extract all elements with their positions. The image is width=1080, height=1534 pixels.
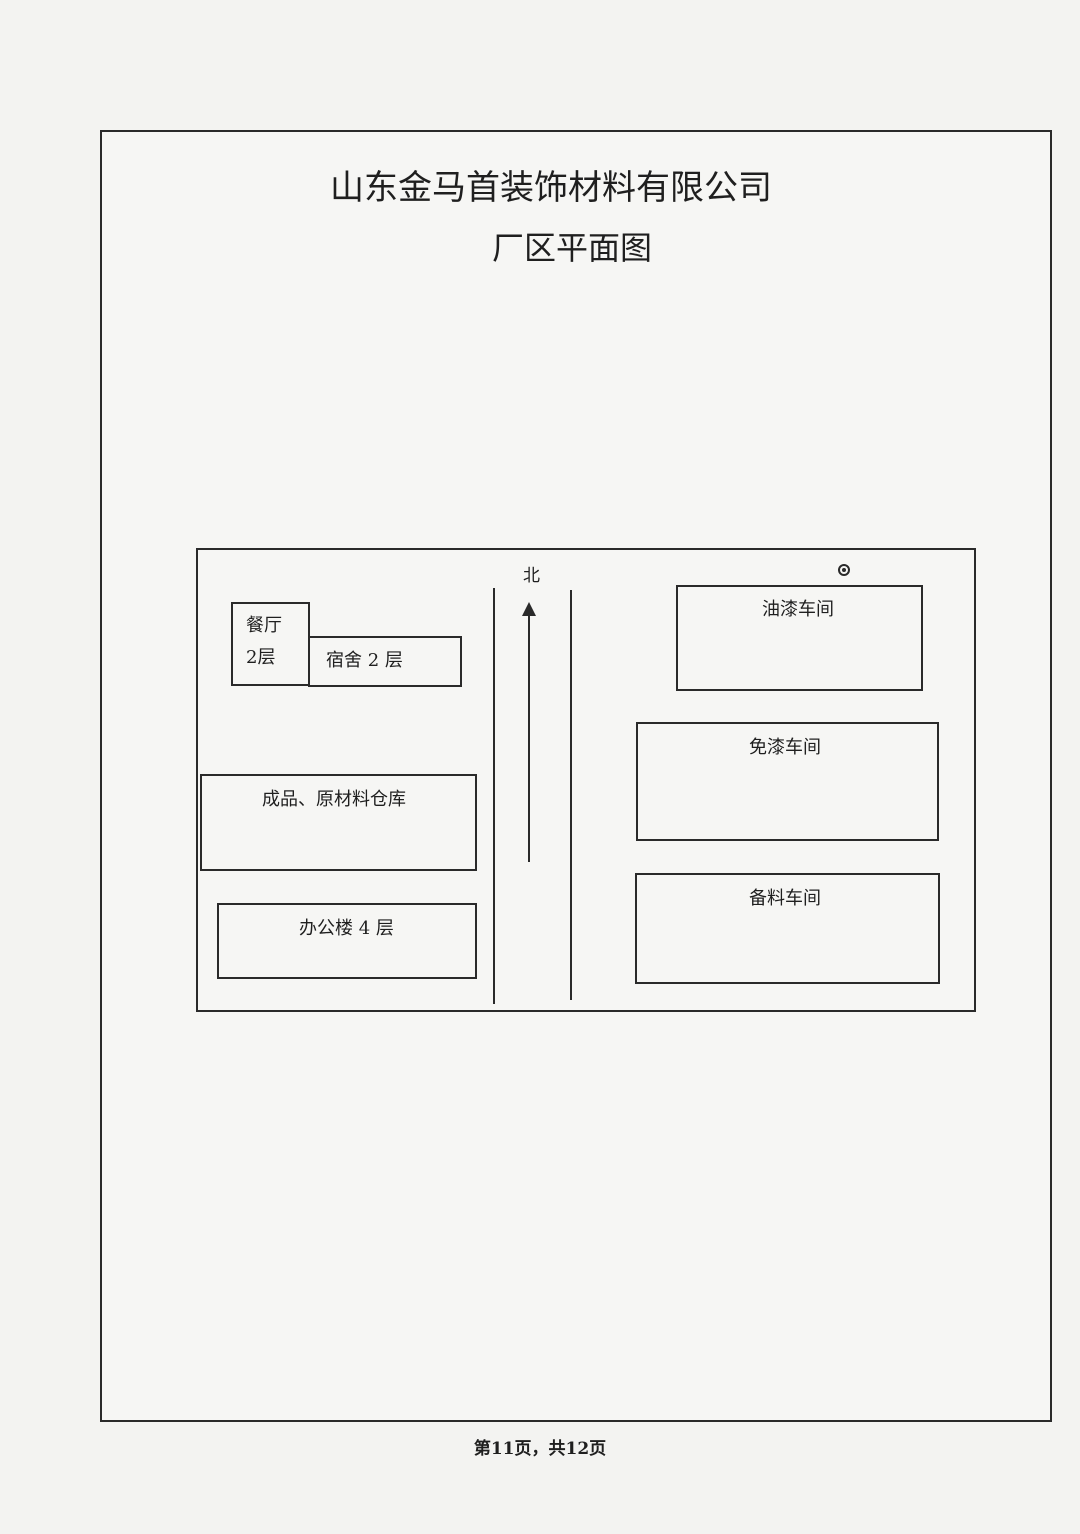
material-prep-workshop: 备料车间 [635,873,940,984]
paint-workshop: 油漆车间 [676,585,923,691]
paint-workshop-label: 油漆车间 [762,599,834,620]
site-plan: 餐厅 2层 宿舍 2 层 成品、原材料仓库 办公楼 4 层 北 油漆车间 免漆车… [196,548,976,1012]
office-building: 办公楼 4 层 [217,903,477,979]
north-label: 北 [523,566,540,586]
warehouse-building: 成品、原材料仓库 [200,774,477,871]
north-arrow-icon [522,602,536,616]
page-number: 第11页，共12页 [473,1439,607,1459]
road-edge-left [493,588,495,1004]
paint-free-workshop-label: 免漆车间 [749,737,821,758]
road-edge-right [570,590,572,1000]
office-label: 办公楼 4 层 [299,918,394,939]
company-title: 山东金马首装饰材料有限公司 [330,168,772,208]
dormitory-building: 宿舍 2 层 [308,636,462,687]
paint-free-workshop: 免漆车间 [636,722,939,841]
north-arrow-shaft [528,612,530,862]
canteen-building: 餐厅 2层 [231,602,310,686]
page-frame [100,130,1052,1422]
canteen-label-line2: 2层 [246,647,276,668]
material-prep-workshop-label: 备料车间 [749,888,821,909]
dormitory-label: 宿舍 2 层 [326,650,403,671]
location-marker-icon [838,564,850,576]
warehouse-label: 成品、原材料仓库 [262,789,406,810]
canteen-label-line1: 餐厅 [246,615,282,636]
map-title: 厂区平面图 [492,229,653,267]
